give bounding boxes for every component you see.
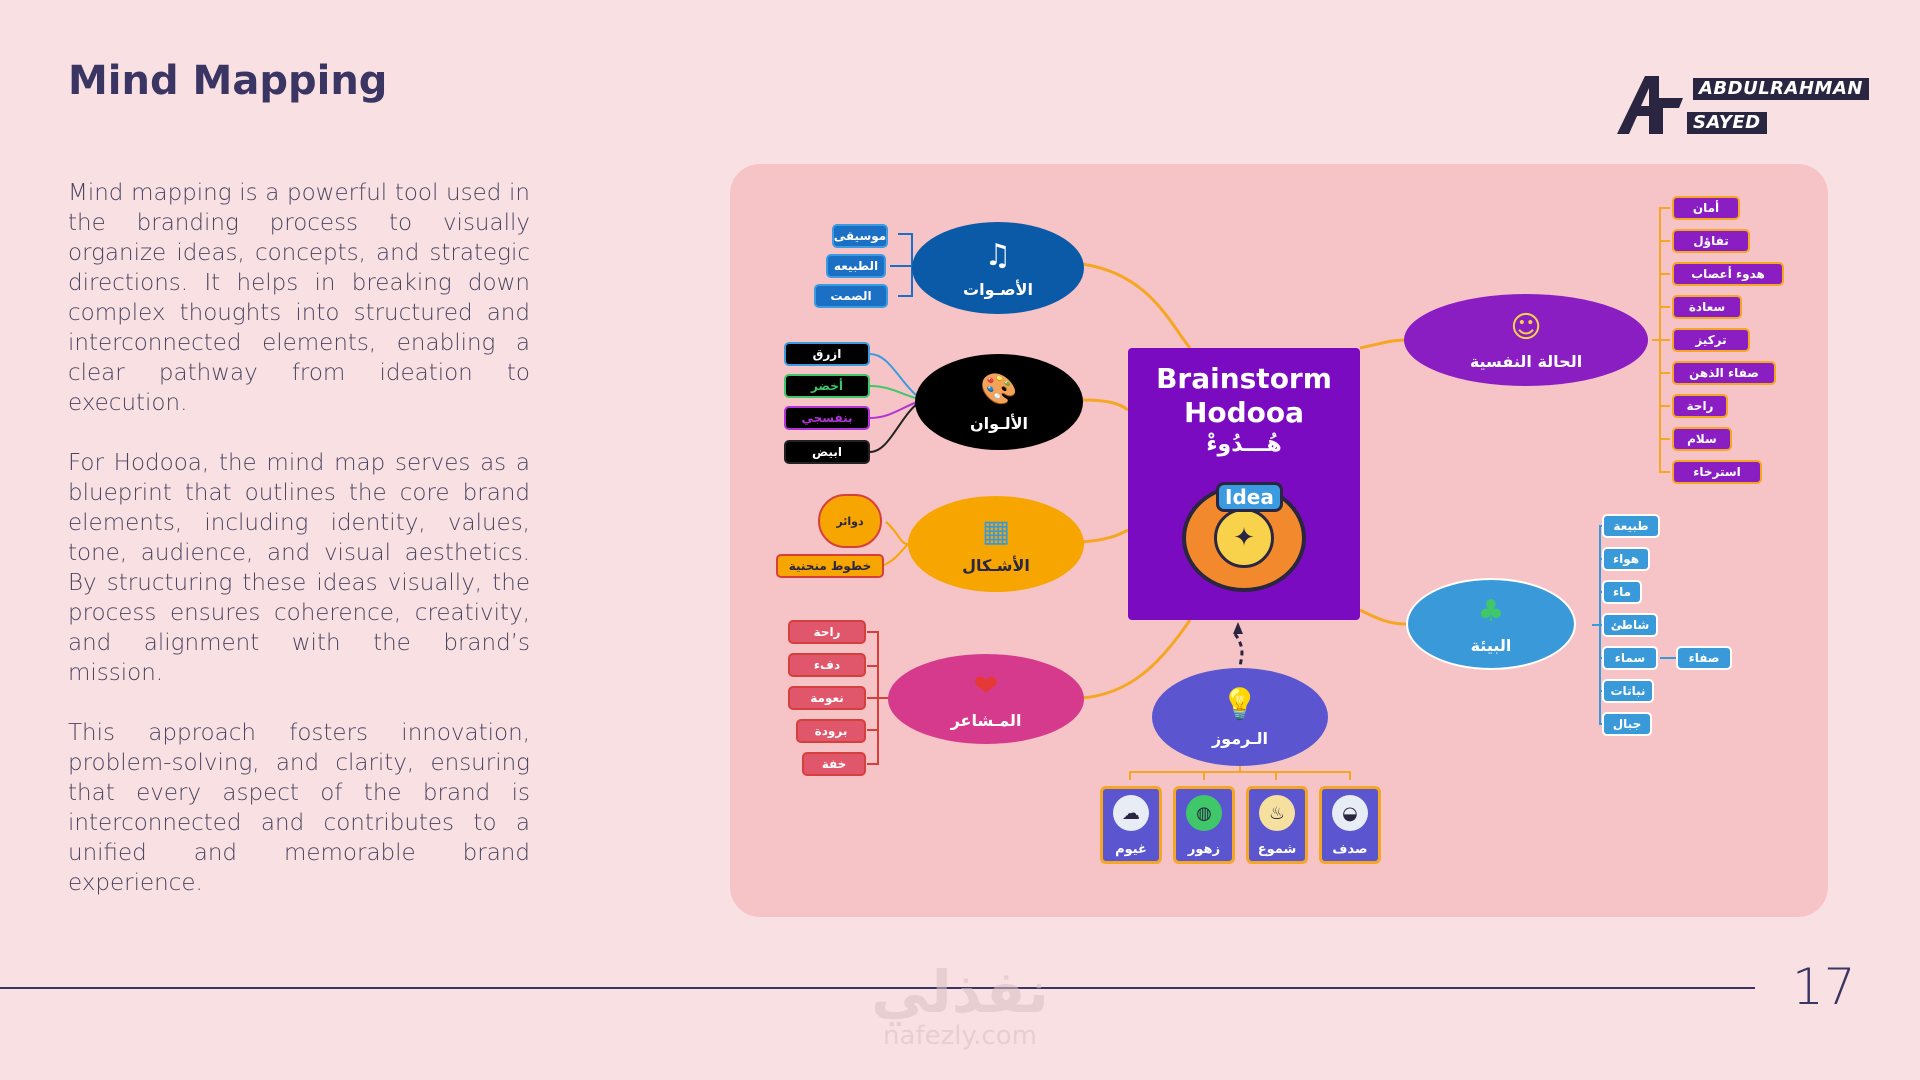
lightbulb-icon: 💡 bbox=[1221, 686, 1259, 722]
brand-monogram-icon bbox=[1617, 76, 1683, 134]
music-notes-icon: ♫ bbox=[984, 237, 1012, 273]
watermark-url: nafezly.com bbox=[883, 1021, 1037, 1051]
approach-paragraph: This approach fosters innovation, proble… bbox=[68, 720, 530, 896]
colors-item: أخضر bbox=[784, 374, 870, 398]
branch-colors: 🎨 الألـوان bbox=[915, 354, 1083, 450]
mood-item: صفاء الذهن bbox=[1672, 361, 1776, 385]
hearts-icon: ❤ bbox=[973, 668, 999, 704]
mood-item: راحة bbox=[1672, 394, 1728, 418]
cloud-icon: ☁ bbox=[1113, 795, 1149, 831]
feelings-item: دفء bbox=[788, 653, 866, 677]
idea-bulb-icon: ✦ bbox=[1214, 508, 1274, 568]
idea-badge: Idea bbox=[1216, 482, 1283, 512]
colors-item: بنفسجي bbox=[784, 406, 870, 430]
symbols-item: ☁ غيوم bbox=[1100, 786, 1162, 864]
environment-sub-item: صفاء bbox=[1676, 646, 1732, 670]
globe-icon: ◍ bbox=[1186, 795, 1222, 831]
branch-shapes: ▦ الأشـكال bbox=[908, 496, 1084, 592]
palette-icon: 🎨 bbox=[980, 371, 1018, 407]
environment-item: طبيعة bbox=[1602, 514, 1660, 538]
environment-item: جبال bbox=[1602, 712, 1652, 736]
mood-item: تفاؤل bbox=[1672, 229, 1750, 253]
environment-item: سماء bbox=[1602, 646, 1658, 670]
mood-item: سعادة bbox=[1672, 295, 1742, 319]
branch-symbols: 💡 الـرموز bbox=[1152, 668, 1328, 766]
intro-paragraph: Mind mapping is a powerful tool used in … bbox=[68, 180, 530, 416]
symbols-item: ◒ صدف bbox=[1319, 786, 1381, 864]
branch-sounds: ♫ الأصـوات bbox=[912, 222, 1084, 314]
connector-feelings bbox=[1081, 619, 1192, 700]
feelings-item: برودة bbox=[796, 719, 866, 743]
mind-map-connectors bbox=[867, 207, 1676, 780]
watermark-arabic: نفذلي bbox=[871, 958, 1049, 1026]
mind-map-panel: ♫ الأصـوات 🎨 الألـوان ▦ الأشـكال ❤ المـش… bbox=[730, 164, 1828, 917]
branch-environment: ♣ البيئة bbox=[1406, 578, 1576, 670]
environment-item: هواء bbox=[1602, 547, 1650, 571]
mood-item: هدوء أعصاب bbox=[1672, 262, 1784, 286]
colors-item: ابيض bbox=[784, 440, 870, 464]
environment-item: نباتات bbox=[1602, 679, 1654, 703]
sounds-item: موسيقى bbox=[832, 224, 888, 248]
smiley-icon: ☺ bbox=[1510, 309, 1542, 345]
colors-item: ازرق bbox=[784, 342, 870, 366]
sounds-item: الصمت bbox=[814, 284, 888, 308]
branch-mood: ☺ الحالة النفسية bbox=[1404, 294, 1648, 386]
feelings-item: خفة bbox=[802, 752, 866, 776]
connector-mood bbox=[1359, 338, 1407, 350]
feelings-item: نعومة bbox=[788, 686, 866, 710]
center-node: Brainstorm Hodooa هُـــدُوءْ Idea ✦ bbox=[1128, 348, 1360, 620]
shapes-item-curves: خطوط منحنية bbox=[776, 554, 884, 578]
center-title-en: Brainstorm Hodooa bbox=[1156, 362, 1332, 429]
connector-shapes bbox=[1081, 528, 1129, 544]
cubes-icon: ▦ bbox=[981, 513, 1011, 549]
trees-icon: ♣ bbox=[1477, 593, 1505, 629]
mood-item: سلام bbox=[1672, 427, 1732, 451]
sounds-item: الطبيعه bbox=[826, 254, 886, 278]
branch-feelings: ❤ المـشاعر bbox=[888, 654, 1084, 744]
connector-environment bbox=[1359, 608, 1407, 626]
environment-item: ماء bbox=[1602, 580, 1642, 604]
connector-sounds bbox=[1081, 262, 1192, 349]
page-number: 17 bbox=[1792, 958, 1856, 1016]
feelings-item: راحة bbox=[788, 620, 866, 644]
candle-icon: ♨ bbox=[1259, 795, 1295, 831]
shapes-item-circles: دوائر bbox=[818, 494, 882, 548]
mood-item: أمان bbox=[1672, 196, 1740, 220]
watermark: نفذلي nafezly.com bbox=[852, 962, 1068, 1050]
hodooa-paragraph: For Hodooa, the mind map serves as a blu… bbox=[68, 450, 530, 686]
environment-item: شاطئ bbox=[1602, 613, 1658, 637]
symbols-item: ◍ زهور bbox=[1173, 786, 1235, 864]
mood-item: استرخاء bbox=[1672, 460, 1762, 484]
center-title-ar: هُـــدُوءْ bbox=[1206, 432, 1282, 457]
page-title: Mind Mapping bbox=[68, 58, 388, 104]
connector-colors bbox=[1081, 398, 1129, 412]
brand-logo: ABDULRAHMAN SAYED bbox=[1605, 74, 1869, 140]
idea-illustration: Idea ✦ bbox=[1182, 482, 1306, 592]
mood-item: تركيز bbox=[1672, 328, 1750, 352]
brand-name-line1: ABDULRAHMAN bbox=[1693, 78, 1869, 100]
symbols-item: ♨ شموع bbox=[1246, 786, 1308, 864]
shell-icon: ◒ bbox=[1332, 795, 1368, 831]
footer-rule bbox=[0, 987, 1755, 989]
brand-name-line2: SAYED bbox=[1687, 112, 1767, 134]
